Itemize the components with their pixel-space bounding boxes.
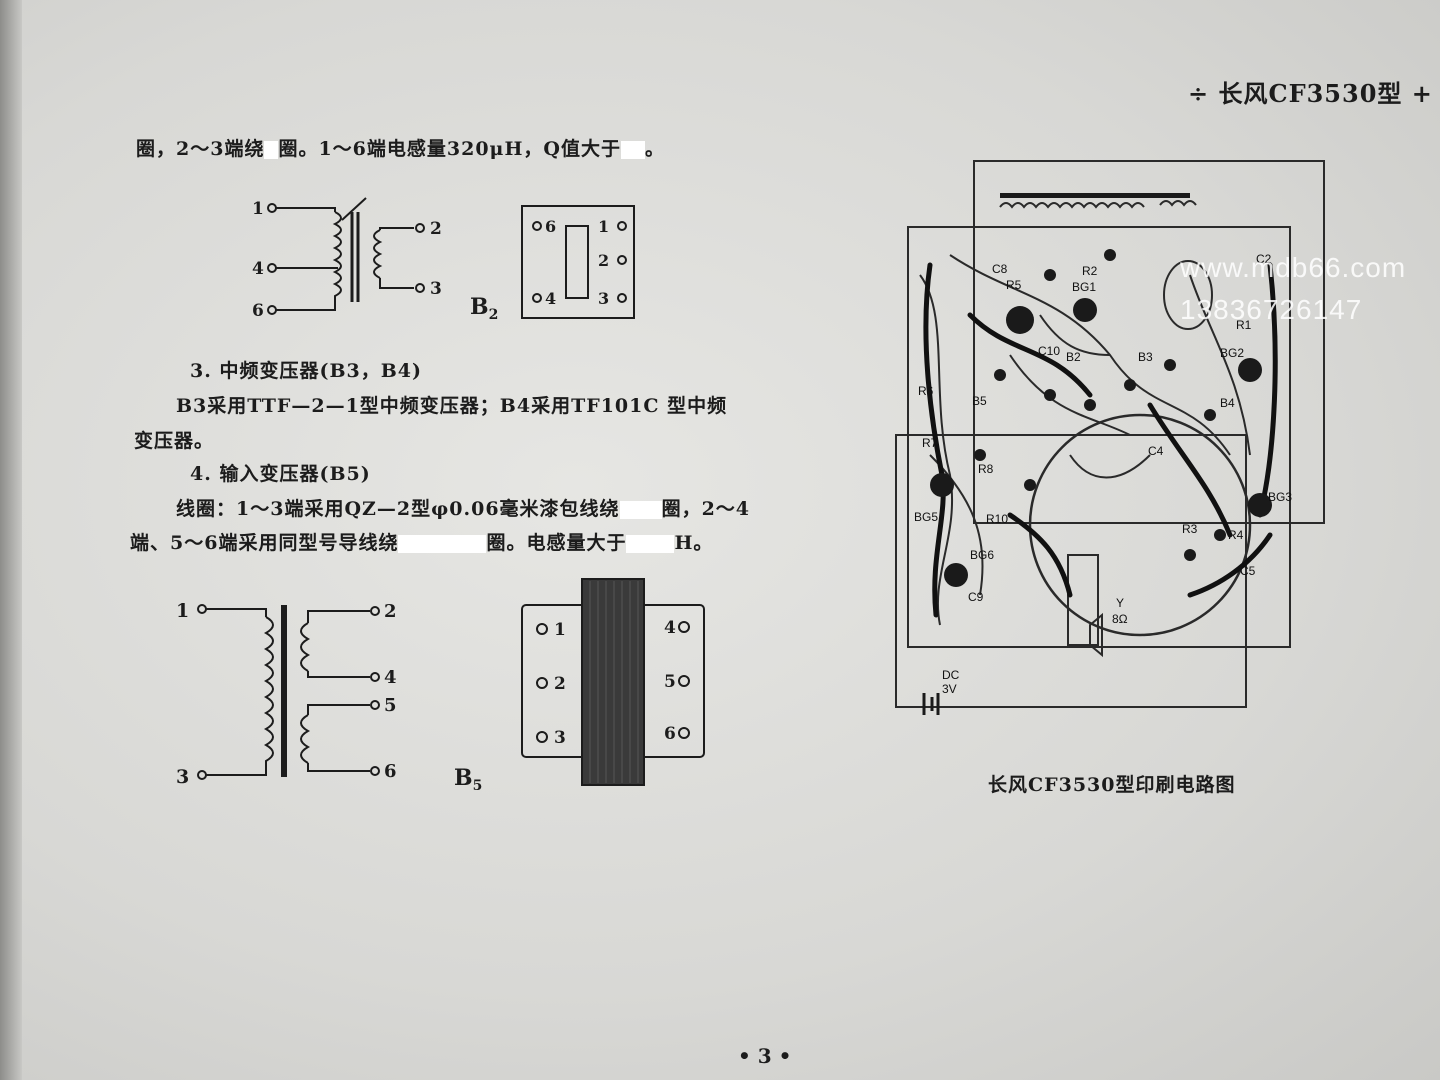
b5-pinout-2: 2 [554,674,566,694]
redaction-box [264,141,279,159]
section-3-paragraph-line-1: B3采用TTF—2—1型中频变压器；B4采用TF101C 型中频 [176,395,728,417]
pcb-label-speaker-ohm: 8Ω [1112,612,1128,626]
b5-pin-2-label: 2 [384,601,397,622]
pcb-label-r2: R2 [1082,264,1098,278]
pcb-label-r8: R8 [978,462,994,476]
pcb-label-c9: C9 [968,590,984,604]
pcb-label-bg2: BG2 [1220,346,1244,360]
page-header: ÷ 长风CF3530型 + [1188,79,1433,108]
b2-pinout-6: 6 [545,217,556,236]
redaction-box [626,535,675,553]
pcb-label-volt: 3V [942,682,957,696]
pcb-label-c8: C8 [992,262,1008,276]
pcb-label-c5: C5 [1240,564,1256,578]
watermark-site: www.mdb66.com [1180,252,1407,283]
pcb-label-r4: R4 [1228,528,1244,542]
pcb-caption: 长风CF3530型印刷电路图 [988,774,1236,796]
pcb-label-b4: B4 [1220,396,1235,410]
pcb-label-b5: B5 [972,394,987,408]
b5-pinout-4: 4 [664,618,676,638]
pcb-label-r10: R10 [986,512,1008,526]
pcb-layout-diagram: C8 R5 R2 BG1 C2 R1 C10 B2 B3 BG2 R6 B5 R… [895,160,1325,715]
b5-pin-6-label: 6 [384,761,397,782]
pcb-label-b2: B2 [1066,350,1081,364]
b2-pin-3-label: 3 [430,279,442,299]
pcb-label-r1: R1 [1236,318,1252,332]
b5-pinout-6: 6 [664,724,676,744]
redaction-box [620,141,645,159]
section-3-title: 3. 中频变压器(B3，B4) [190,360,422,382]
b2-pinout-4: 4 [545,289,556,308]
pcb-label-bg1: BG1 [1072,280,1096,294]
b2-pin-2-label: 2 [430,219,442,239]
page-number: • 3 • [738,1044,792,1068]
pcb-label-bg5: BG5 [914,510,938,524]
redaction-box [619,501,662,519]
book-spine-shadow [0,0,22,1080]
pcb-label-r3: R3 [1182,522,1198,536]
section-3-paragraph-line-2: 变压器。 [134,430,215,452]
section-4-paragraph-line-1: 线圈：1～3端采用QZ—2型φ0.06毫米漆包线绕圈，2～4 [176,498,751,520]
pcb-label-bg6: BG6 [970,548,994,562]
pcb-label-r5: R5 [1006,278,1022,292]
b5-pinout-3: 3 [554,728,566,748]
b2-transformer-diagram: 1 4 6 2 3 6 1 2 3 4 B2 [252,197,635,323]
section-4-title: 4. 输入变压器(B5) [190,463,371,485]
b2-pin-6-label: 6 [252,301,264,321]
b2-pinout-3: 3 [598,289,609,308]
pcb-label-speaker: Y [1116,596,1124,610]
b2-pinout-1: 1 [598,217,609,236]
b2-pin-4-label: 4 [252,259,264,279]
redaction-box [398,535,487,553]
b5-pin-3-label: 3 [176,766,189,788]
watermark-phone: 13836726147 [1180,294,1363,325]
b5-label: B5 [454,765,482,794]
text-line-1: 圈，2～3端绕圈。1～6端电感量320μH，Q值大于。 [136,138,665,160]
b2-pin-1-label: 1 [252,199,264,219]
pcb-label-b3: B3 [1138,350,1153,364]
pcb-label-r6: R6 [918,384,934,398]
pcb-label-bg3: BG3 [1268,490,1292,504]
b5-pin-4-label: 4 [384,667,397,688]
pcb-label-c4: C4 [1148,444,1164,458]
b5-iron-core [581,578,645,786]
b5-pinout-5: 5 [664,672,676,692]
b2-label: B2 [470,294,498,323]
b5-pin-5-label: 5 [384,695,397,716]
pcb-label-c2: C2 [1256,252,1272,266]
b5-transformer-diagram: 1 3 2 4 5 6 1 2 3 4 5 6 B5 [176,578,705,794]
pcb-label-r7: R7 [922,436,938,450]
b2-pinout-2: 2 [598,251,609,270]
pcb-label-dc: DC [942,668,960,682]
b5-pinout-1: 1 [554,620,566,640]
b5-pin-1-label: 1 [176,600,189,622]
pcb-label-c10: C10 [1038,344,1060,358]
